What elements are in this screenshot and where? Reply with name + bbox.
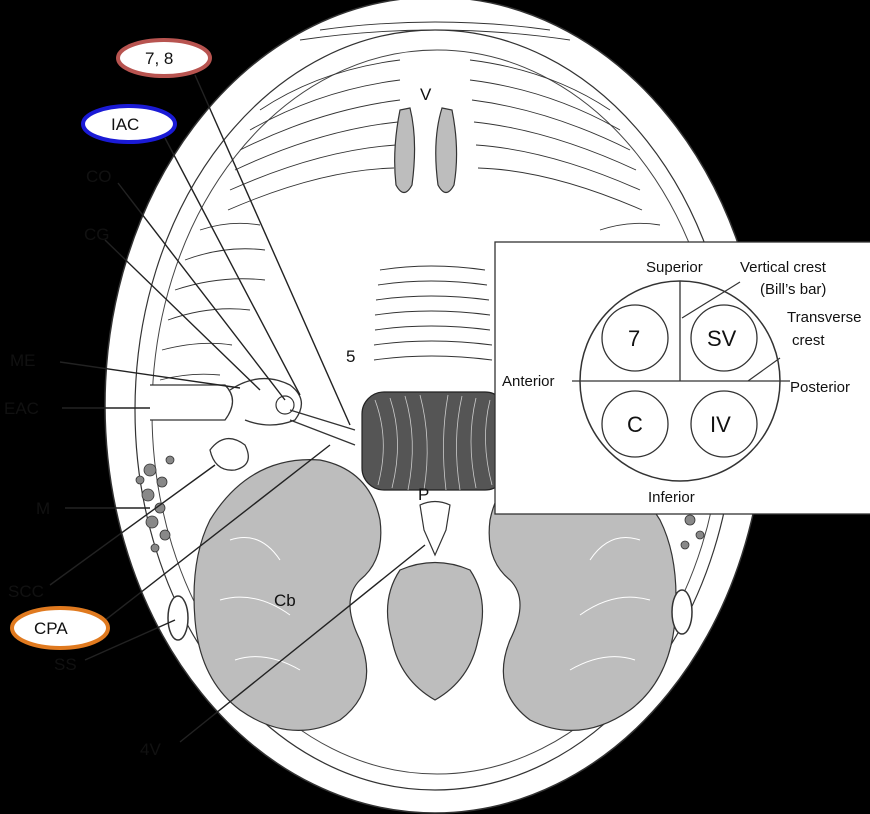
label-4v: 4V — [140, 740, 161, 759]
label-eac: EAC — [4, 399, 39, 418]
quadrant-iv-label: IV — [710, 412, 731, 437]
left-lateral-ventricle — [395, 108, 415, 193]
inset-transverse-1: Transverse — [787, 309, 861, 326]
inset-posterior: Posterior — [790, 379, 850, 396]
inset-superior: Superior — [646, 259, 703, 276]
quadrant-sv-label: SV — [707, 326, 737, 351]
inset-inferior: Inferior — [648, 489, 695, 506]
inset-vertical-crest-2: (Bill’s bar) — [760, 281, 826, 298]
quadrant-cochlear-label: C — [627, 412, 643, 437]
external-auditory-canal — [150, 385, 233, 420]
inset-transverse-2: crest — [792, 332, 825, 349]
label-scc: SCC — [8, 582, 44, 601]
label-cg: CG — [84, 225, 110, 244]
quadrant-facial-label: 7 — [628, 326, 640, 351]
right-lateral-ventricle — [436, 108, 457, 193]
label-co: CO — [86, 167, 112, 186]
label-ss: SS — [54, 655, 77, 674]
cochlea — [276, 396, 294, 414]
iac-fundus-inset: 7 SV C IV Superior Vertical crest (Bill’… — [495, 242, 870, 514]
sigmoid-sinus-left — [168, 596, 188, 640]
sigmoid-sinus-right — [672, 590, 692, 634]
label-v: V — [420, 85, 432, 104]
label-p: P — [418, 485, 429, 504]
label-m: M — [36, 499, 50, 518]
label-cpa: CPA — [34, 619, 68, 638]
inset-vertical-crest-1: Vertical crest — [740, 259, 827, 276]
label-n78: 7, 8 — [145, 49, 173, 68]
inset-anterior: Anterior — [502, 373, 555, 390]
label-me: ME — [10, 351, 36, 370]
label-five: 5 — [346, 347, 355, 366]
label-cb: Cb — [274, 591, 296, 610]
label-iac: IAC — [111, 115, 139, 134]
